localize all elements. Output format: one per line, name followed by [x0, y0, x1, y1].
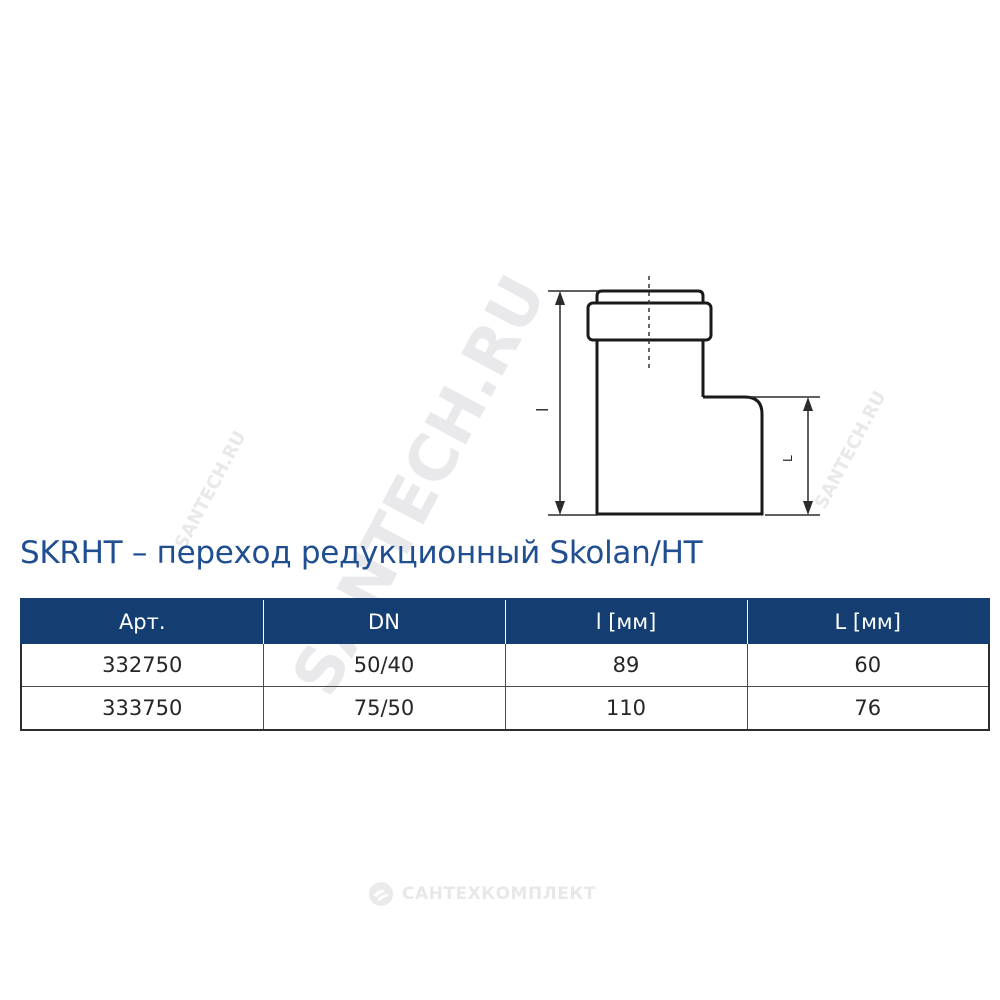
column-header-L: L [мм]: [746, 598, 990, 644]
fitting-outline: [586, 289, 764, 516]
cell-L: 60: [746, 644, 990, 687]
cell-dn: 75/50: [262, 686, 505, 731]
cell-l: 89: [504, 644, 747, 687]
cell-dn: 50/40: [262, 644, 505, 687]
cell-art: 332750: [20, 644, 263, 687]
column-header-l: l [мм]: [504, 598, 747, 644]
table-header-row: Арт. DN l [мм] L [мм]: [20, 598, 990, 644]
dimension-l-label: l: [533, 408, 552, 412]
cell-L: 76: [746, 686, 990, 731]
cell-l: 110: [504, 686, 747, 731]
table-row: 333750 75/50 110 76: [20, 686, 990, 731]
column-header-dn: DN: [262, 598, 505, 644]
column-header-art: Арт.: [20, 598, 263, 644]
footer-logo-text: САНТЕХКОМПЛЕКТ: [402, 884, 596, 904]
spec-table: Арт. DN l [мм] L [мм] 332750 50/40 89 60…: [20, 598, 990, 731]
santehkomplekt-logo-icon: [369, 882, 393, 906]
watermark-small-right: SANTECH.RU: [811, 388, 891, 513]
cell-art: 333750: [20, 686, 263, 731]
page-title: SKRHT – переход редукционный Skolan/HT: [20, 535, 703, 571]
watermark-small-left: SANTECH.RU: [171, 428, 251, 553]
dimension-l: [548, 290, 598, 516]
footer-logo: САНТЕХКОМПЛЕКТ: [368, 881, 596, 907]
dimension-L-label: L: [781, 455, 795, 462]
table-row: 332750 50/40 89 60: [20, 644, 990, 687]
dimension-L: [748, 396, 820, 516]
